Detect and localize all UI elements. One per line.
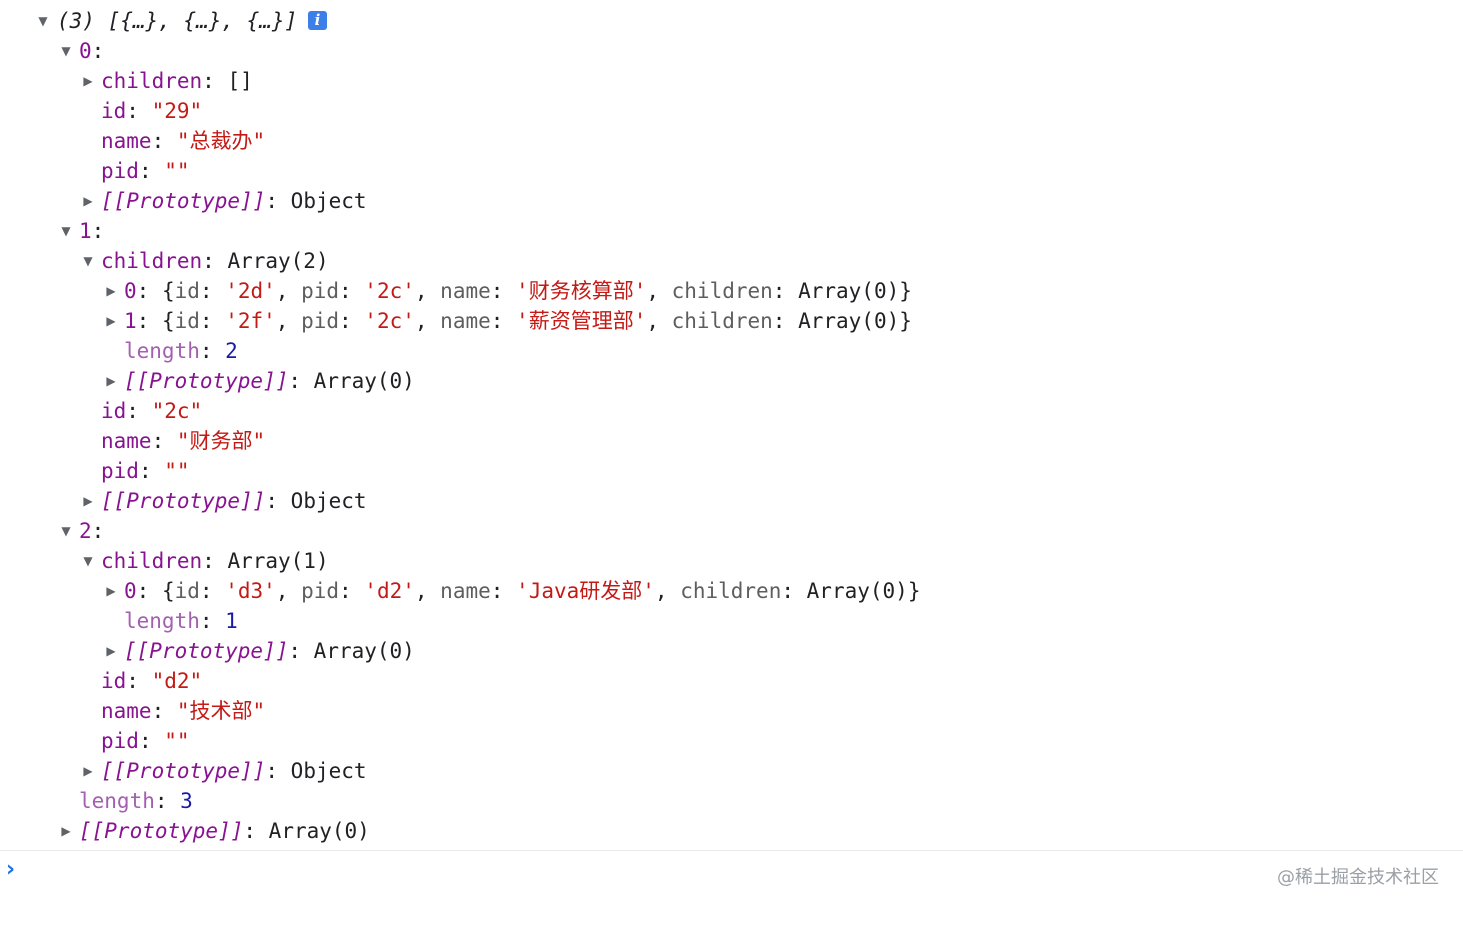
- watermark: @稀土掘金技术社区: [1277, 867, 1439, 888]
- prototype-row[interactable]: [[Prototype]]: Object: [0, 186, 1463, 216]
- collapse-triangle-icon[interactable]: [80, 486, 96, 516]
- property-row: name: "总裁办": [101, 129, 266, 153]
- collapse-triangle-icon[interactable]: [103, 576, 119, 606]
- property-value: "总裁办": [176, 129, 266, 153]
- child-row[interactable]: 1: {id: '2f', pid: '2c', name: '薪资管理部', …: [0, 306, 1463, 336]
- item-0-row[interactable]: 0:: [0, 36, 1463, 66]
- property-key: name: [101, 129, 152, 153]
- expand-triangle-icon[interactable]: [35, 6, 51, 36]
- collapse-triangle-icon[interactable]: [103, 366, 119, 396]
- property-key: pid: [101, 729, 139, 753]
- property-row[interactable]: children: []: [0, 66, 1463, 96]
- length-row: length: 2: [124, 339, 238, 363]
- prototype-key: [[Prototype]]: [79, 819, 244, 843]
- prototype-value: Object: [290, 189, 367, 213]
- child-row[interactable]: 0: {id: '2d', pid: '2c', name: '财务核算部', …: [0, 276, 1463, 306]
- item-1-row[interactable]: 1:: [0, 216, 1463, 246]
- prototype-row[interactable]: [[Prototype]]: Array(0): [0, 816, 1463, 846]
- property-key: pid: [101, 459, 139, 483]
- expand-triangle-icon[interactable]: [80, 546, 96, 576]
- index-key: 2: [79, 519, 92, 543]
- property-value: "财务部": [176, 429, 266, 453]
- array-summary: (3) [{…}, {…}, {…}]: [57, 9, 298, 33]
- collapse-triangle-icon[interactable]: [103, 636, 119, 666]
- prototype-key: [[Prototype]]: [101, 189, 266, 213]
- prototype-row[interactable]: [[Prototype]]: Object: [0, 486, 1463, 516]
- length-value: 2: [225, 339, 238, 363]
- property-row[interactable]: children: Array(1): [0, 546, 1463, 576]
- property-row[interactable]: children: Array(2): [0, 246, 1463, 276]
- prototype-value: Array(0): [268, 819, 370, 843]
- expand-triangle-icon[interactable]: [58, 516, 74, 546]
- root-array-row[interactable]: (3) [{…}, {…}, {…}] i: [0, 6, 1463, 36]
- console-prompt[interactable]: › @稀土掘金技术社区: [0, 850, 1463, 909]
- index-key: 0: [79, 39, 92, 63]
- prototype-value: Array(0): [313, 369, 415, 393]
- collapse-triangle-icon[interactable]: [58, 816, 74, 846]
- prototype-key: [[Prototype]]: [101, 759, 266, 783]
- prototype-key: [[Prototype]]: [101, 489, 266, 513]
- property-value: []: [227, 69, 253, 93]
- console-output: (3) [{…}, {…}, {…}] i 0: children: [] id…: [0, 6, 1463, 846]
- expand-triangle-icon[interactable]: [58, 36, 74, 66]
- property-key: children: [101, 549, 203, 573]
- prototype-value: Object: [290, 759, 367, 783]
- collapse-triangle-icon[interactable]: [80, 186, 96, 216]
- property-key: pid: [101, 159, 139, 183]
- index-key: 1: [79, 219, 92, 243]
- property-value: "29": [151, 99, 203, 123]
- collapse-triangle-icon[interactable]: [103, 276, 119, 306]
- length-key: length: [124, 339, 200, 363]
- expand-triangle-icon[interactable]: [80, 246, 96, 276]
- collapse-triangle-icon[interactable]: [80, 756, 96, 786]
- property-row: id: "2c": [101, 399, 203, 423]
- property-row: id: "d2": [101, 669, 203, 693]
- property-row: pid: "": [101, 459, 190, 483]
- property-value: "": [164, 459, 190, 483]
- property-row: pid: "": [101, 159, 190, 183]
- property-key: id: [101, 669, 127, 693]
- property-key: children: [101, 249, 203, 273]
- prototype-row[interactable]: [[Prototype]]: Object: [0, 756, 1463, 786]
- collapse-triangle-icon[interactable]: [80, 66, 96, 96]
- property-key: name: [101, 699, 152, 723]
- property-key: id: [101, 99, 127, 123]
- info-icon[interactable]: i: [300, 6, 327, 36]
- property-value: "d2": [151, 669, 203, 693]
- property-row: name: "技术部": [101, 699, 266, 723]
- prototype-row[interactable]: [[Prototype]]: Array(0): [0, 366, 1463, 396]
- length-key: length: [124, 609, 200, 633]
- length-value: 3: [180, 789, 193, 813]
- prototype-value: Array(0): [313, 639, 415, 663]
- prototype-value: Object: [290, 489, 367, 513]
- property-key: children: [101, 69, 203, 93]
- length-key: length: [79, 789, 155, 813]
- property-value: "技术部": [176, 699, 266, 723]
- prototype-row[interactable]: [[Prototype]]: Array(0): [0, 636, 1463, 666]
- item-2-row[interactable]: 2:: [0, 516, 1463, 546]
- collapse-triangle-icon[interactable]: [103, 306, 119, 336]
- length-row: length: 1: [124, 609, 238, 633]
- property-value: "": [164, 729, 190, 753]
- child-row[interactable]: 0: {id: 'd3', pid: 'd2', name: 'Java研发部'…: [0, 576, 1463, 606]
- prompt-chevron-icon: ›: [6, 857, 16, 882]
- length-row: length: 3: [79, 789, 193, 813]
- property-key: name: [101, 429, 152, 453]
- property-value: Array(2): [227, 249, 329, 273]
- property-row: pid: "": [101, 729, 190, 753]
- expand-triangle-icon[interactable]: [58, 216, 74, 246]
- property-key: id: [101, 399, 127, 423]
- property-value: Array(1): [227, 549, 329, 573]
- property-value: "2c": [151, 399, 203, 423]
- prototype-key: [[Prototype]]: [124, 369, 289, 393]
- property-row: name: "财务部": [101, 429, 266, 453]
- property-value: "": [164, 159, 190, 183]
- prototype-key: [[Prototype]]: [124, 639, 289, 663]
- length-value: 1: [225, 609, 238, 633]
- property-row: id: "29": [101, 99, 203, 123]
